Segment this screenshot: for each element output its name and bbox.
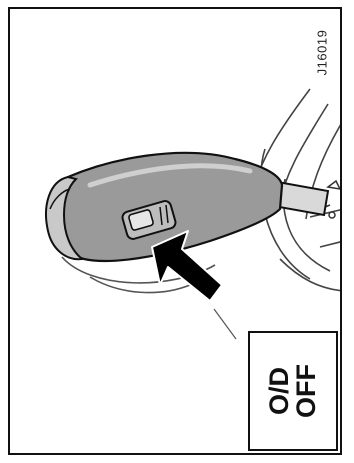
leader-line <box>214 309 236 339</box>
illustration-frame: J16019 O/D OFF <box>8 7 342 455</box>
od-off-label: O/D OFF <box>266 364 320 418</box>
label-line-2: OFF <box>291 364 321 418</box>
figure-id-label: J16019 <box>315 30 330 76</box>
label-line-1: O/D <box>264 367 294 415</box>
od-off-label-box: O/D OFF <box>248 331 338 451</box>
